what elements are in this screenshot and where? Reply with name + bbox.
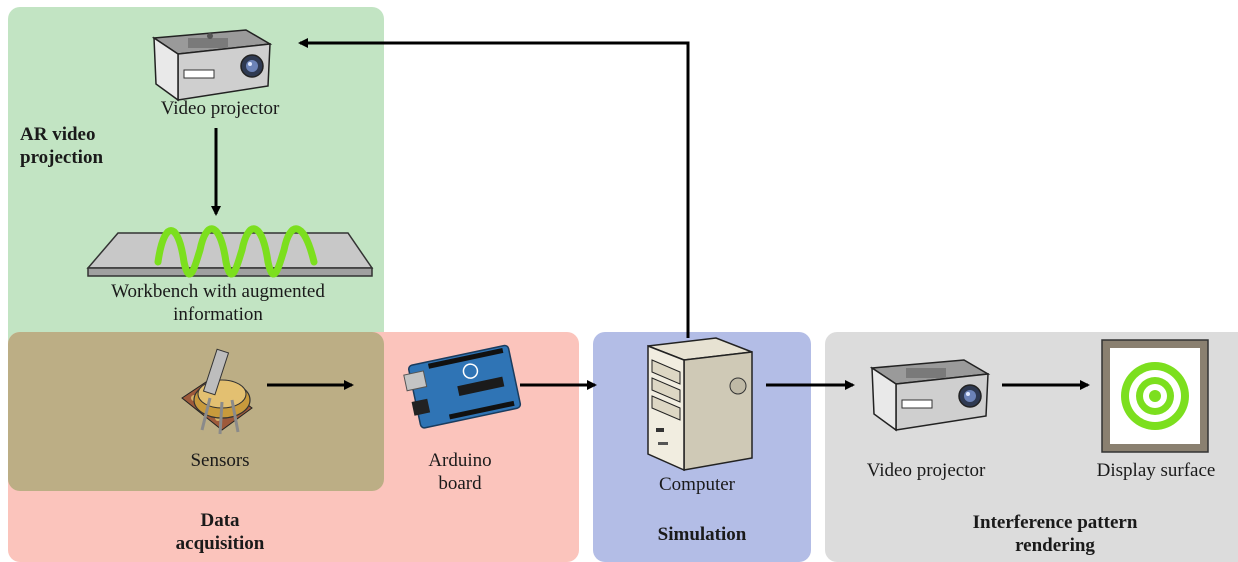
arduino-board-label-line1: Arduino [428, 450, 492, 471]
computer-label: Computer [659, 474, 735, 495]
arrow-computer-to-top-projector [298, 38, 690, 338]
interference-rendering-title: Interference pattern rendering [940, 512, 1170, 558]
ar-video-projection-title-line2: projection [20, 146, 104, 168]
simulation-title: Simulation [657, 524, 747, 545]
interference-rendering-title-line1: Interference pattern [972, 512, 1138, 533]
arduino-board-label: Arduino board [400, 450, 520, 496]
video-projector-right-label: Video projector [866, 460, 986, 481]
workbench-label-line1: Workbench with augmented [111, 281, 325, 302]
data-acquisition-title: Data acquisition [150, 510, 290, 556]
data-acquisition-title-line1: Data [200, 510, 240, 531]
ar-video-projection-title: AR video projection [20, 124, 130, 170]
display-surface-label: Display surface [1096, 460, 1216, 481]
workbench-label: Workbench with augmented information [78, 281, 358, 327]
arduino-board-label-line2: board [438, 472, 482, 494]
workbench-label-line2: information [173, 303, 263, 325]
sensors-label: Sensors [190, 450, 250, 471]
data-acquisition-title-line2: acquisition [175, 532, 265, 554]
ar-video-projection-title-line1: AR video [20, 124, 96, 145]
interference-rendering-title-line2: rendering [1015, 534, 1095, 556]
video-projector-top-label: Video projector [160, 98, 280, 119]
